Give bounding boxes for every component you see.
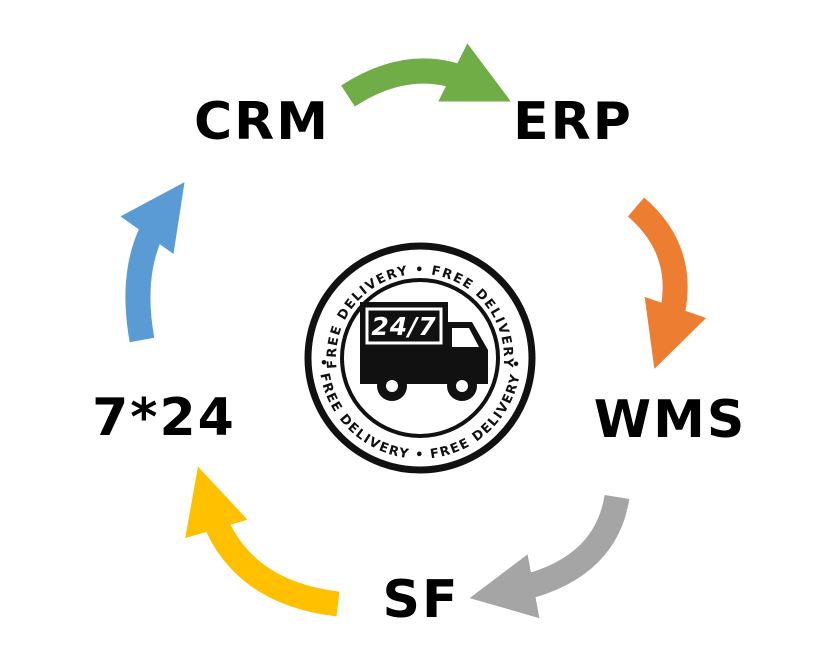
- node-label-erp: ERP: [513, 92, 633, 152]
- truck-icon: 24/7: [360, 302, 488, 401]
- truck-sign-frame: [365, 307, 443, 345]
- arrow-erp-to-wms: [627, 197, 707, 369]
- badge-rings: [304, 242, 536, 474]
- node-label-7x24: 7*24: [92, 388, 236, 448]
- truck-rear-hub: [386, 380, 398, 392]
- arrow-crm-to-erp: [341, 43, 511, 107]
- arrow-724-to-crm: [120, 182, 185, 343]
- truck-cargo-box: [360, 302, 448, 372]
- arrow-wms-to-sf: [469, 494, 630, 619]
- truck-front-hub: [456, 380, 468, 392]
- badge-inner-ring: [340, 278, 500, 438]
- truck-cab-window: [452, 328, 479, 347]
- badge-outer-ring: [304, 242, 536, 474]
- cycle-arrows: [120, 43, 707, 619]
- truck-sign-text: 24/7: [371, 312, 436, 341]
- node-label-sf: SF: [382, 570, 460, 630]
- node-label-wms: WMS: [593, 390, 747, 450]
- arrow-sf-to-724: [185, 466, 340, 617]
- node-label-crm: CRM: [194, 92, 330, 152]
